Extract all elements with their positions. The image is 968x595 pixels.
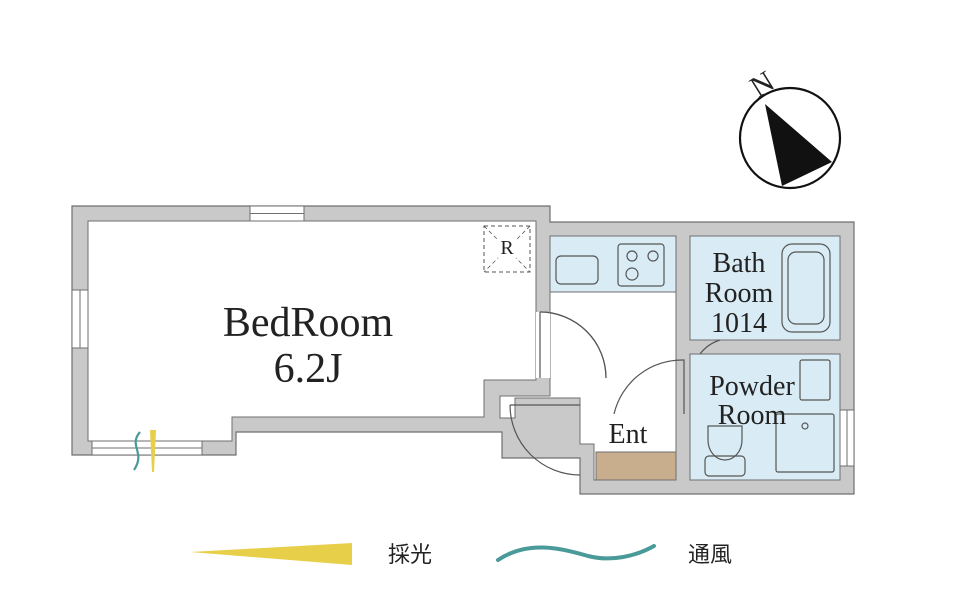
- bath-fixtures: [704, 243, 835, 477]
- fridge-space: [483, 225, 531, 273]
- light-wedge-icon: [190, 543, 352, 565]
- burner-icon: [625, 267, 639, 281]
- wind-wave-icon: [496, 544, 656, 562]
- legend-light-label: 採光: [388, 543, 432, 568]
- walls: [71, 205, 855, 495]
- entrance-label: Ent: [609, 419, 648, 450]
- washing-machine: [775, 413, 835, 473]
- powder-room-label-line2: Room: [718, 400, 787, 431]
- kitchen-door-gap: [536, 312, 550, 378]
- entrance-floor: [595, 451, 677, 481]
- powder-room-floor: [689, 353, 841, 481]
- bath-door-swing: [613, 359, 685, 415]
- kitchen-counter: [549, 235, 677, 293]
- bathroom-floor: [689, 235, 841, 341]
- powder-door-swing: [699, 339, 721, 355]
- light-marker-icon: [150, 430, 156, 472]
- powder-room-label-line1: Powder: [709, 371, 795, 402]
- doors: [509, 311, 721, 476]
- drain-icon: [801, 422, 809, 430]
- entry-door-swing: [509, 404, 581, 476]
- bedroom-size: 6.2J: [274, 346, 343, 392]
- sink: [555, 255, 599, 285]
- bathtub: [781, 243, 831, 333]
- legend: 採光 通風: [190, 543, 732, 568]
- bathroom-label-line1: Bath: [713, 248, 766, 279]
- toilet: [707, 425, 743, 461]
- bedroom-name: BedRoom: [223, 300, 394, 346]
- kitchen-fixtures: [555, 243, 665, 287]
- legend-wind-label: 通風: [688, 543, 732, 568]
- bathtub-inner: [787, 251, 825, 325]
- burner-icon: [647, 250, 659, 262]
- burner-icon: [626, 250, 638, 262]
- stove: [617, 243, 665, 287]
- compass-north-icon: N: [738, 65, 842, 190]
- wind-marker-icon: [133, 431, 141, 471]
- washbasin: [799, 359, 831, 401]
- bathroom-label-line2: Room: [705, 278, 774, 309]
- windows: [71, 205, 855, 467]
- bathroom-label-line3: 1014: [711, 308, 767, 339]
- toilet-tank: [704, 455, 746, 477]
- fridge-mark: R: [500, 237, 514, 259]
